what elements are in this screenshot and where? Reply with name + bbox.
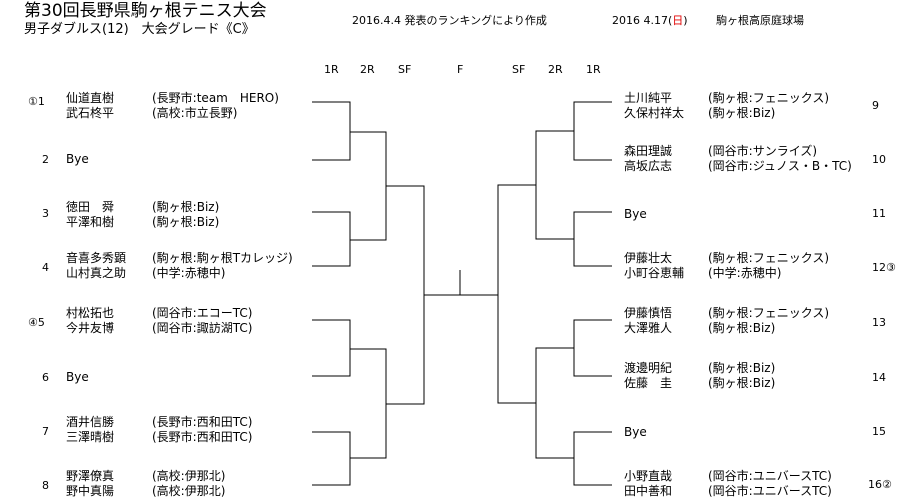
- seed-number: ④5: [28, 316, 45, 329]
- seed-number: 14: [872, 371, 886, 384]
- bracket-line: [312, 431, 351, 486]
- seed-number: 8: [42, 479, 49, 492]
- player-name: 三澤晴樹: [66, 430, 115, 444]
- venue: 駒ヶ根高原庭球場: [716, 14, 804, 27]
- player-name: 森田理誠: [624, 144, 673, 158]
- player-affiliation: (高校:市立長野): [152, 106, 238, 120]
- player-name: 村松拓也: [66, 306, 115, 320]
- event-date: 2016 4.17(日): [612, 14, 688, 27]
- player-affiliation: (中学:赤穂中): [708, 266, 782, 280]
- seed-number: 6: [42, 371, 49, 384]
- player-affiliation: (岡谷市:エコーTC): [152, 306, 253, 320]
- seed-number: 9: [872, 99, 879, 112]
- round-label-left-2r: 2R: [360, 63, 375, 76]
- bracket-line: [312, 319, 351, 377]
- bye-label: Bye: [66, 370, 89, 384]
- seed-number: 7: [42, 425, 49, 438]
- bye-label: Bye: [624, 207, 647, 221]
- player-affiliation: (駒ヶ根:フェニックス): [708, 306, 830, 320]
- bracket-line: [386, 185, 425, 405]
- seed-number: 16②: [868, 478, 892, 491]
- player-affiliation: (岡谷市:ユニバースTC): [708, 484, 832, 498]
- player-affiliation: (駒ヶ根:Biz): [708, 106, 776, 120]
- bye-label: Bye: [66, 152, 89, 166]
- seed-number: 2: [42, 153, 49, 166]
- seed-number: 13: [872, 316, 886, 329]
- tournament-title: 第30回長野県駒ヶ根テニス大会: [24, 1, 267, 21]
- player-affiliation: (駒ヶ根:Biz): [708, 321, 776, 335]
- round-label-left-sf: SF: [398, 63, 412, 76]
- seed-number: 10: [872, 153, 886, 166]
- player-name: 武石柊平: [66, 106, 115, 120]
- player-name: 平澤和樹: [66, 215, 115, 229]
- player-affiliation: (駒ヶ根:Biz): [152, 200, 220, 214]
- bracket-line: [312, 101, 351, 161]
- round-label-final: F: [457, 63, 464, 76]
- left-bracket: [312, 101, 460, 486]
- round-label-right-sf: SF: [512, 63, 526, 76]
- seed-number: 11: [872, 207, 886, 220]
- bye-label: Bye: [624, 425, 647, 439]
- ranking-note: 2016.4.4 発表のランキングにより作成: [352, 14, 547, 27]
- bracket-line: [573, 101, 612, 161]
- seed-number: 15: [872, 425, 886, 438]
- date-day: 日: [672, 14, 684, 27]
- player-affiliation: (岡谷市:ユニバースTC): [708, 469, 832, 483]
- player-affiliation: (駒ヶ根:フェニックス): [708, 91, 830, 105]
- player-affiliation: (高校:伊那北): [152, 469, 226, 483]
- player-name: 大澤雅人: [624, 321, 673, 335]
- player-name: 今井友博: [66, 321, 115, 335]
- player-name: 野中真陽: [66, 484, 115, 498]
- player-affiliation: (駒ヶ根:Biz): [152, 215, 220, 229]
- player-affiliation: (駒ヶ根:フェニックス): [708, 251, 830, 265]
- player-name: 音喜多秀顕: [66, 251, 127, 265]
- round-label-right-1r: 1R: [586, 63, 601, 76]
- round-label-right-2r: 2R: [548, 63, 563, 76]
- bracket-line: [350, 348, 387, 459]
- player-affiliation: (駒ヶ根:Biz): [708, 376, 776, 390]
- bracket-line: [535, 130, 574, 240]
- player-name: 小町谷恵輔: [624, 266, 685, 280]
- seed-number: ①1: [28, 95, 45, 108]
- bracket-line: [497, 184, 536, 404]
- seed-number: 4: [42, 261, 49, 274]
- player-name: 小野直哉: [624, 469, 673, 483]
- player-affiliation: (駒ヶ根:駒ヶ根Tカレッジ): [152, 251, 293, 265]
- player-affiliation: (岡谷市:サンライズ): [708, 144, 818, 158]
- bracket-line: [535, 347, 574, 459]
- player-name: 田中善和: [624, 484, 673, 498]
- bracket-line: [312, 211, 351, 267]
- player-affiliation: (高校:伊那北): [152, 484, 226, 498]
- round-label-left-1r: 1R: [324, 63, 339, 76]
- player-affiliation: (岡谷市:ジュノス・B・TC): [708, 159, 852, 173]
- player-name: 伊藤慎悟: [624, 306, 673, 320]
- bracket-line: [573, 431, 612, 486]
- event-subtitle: 男子ダブルス(12) 大会グレード《C》: [24, 22, 255, 37]
- bracket-line: [573, 211, 612, 267]
- player-name: 野澤僚真: [66, 469, 115, 483]
- player-name: 酒井信勝: [66, 415, 115, 429]
- player-affiliation: (長野市:team HERO): [152, 91, 279, 105]
- player-name: 高坂広志: [624, 159, 673, 173]
- player-affiliation: (岡谷市:諏訪湖TC): [152, 321, 253, 335]
- player-name: 仙道直樹: [66, 91, 115, 105]
- bracket-line: [573, 319, 612, 377]
- player-name: 伊藤壮太: [624, 251, 673, 265]
- player-name: 徳田 舜: [66, 200, 115, 214]
- player-name: 山村真之助: [66, 266, 127, 280]
- player-affiliation: (長野市:西和田TC): [152, 430, 253, 444]
- player-affiliation: (長野市:西和田TC): [152, 415, 253, 429]
- player-name: 佐藤 圭: [624, 376, 673, 390]
- right-bracket: [460, 101, 612, 486]
- seed-number: 3: [42, 207, 49, 220]
- seed-number: 12③: [872, 261, 896, 274]
- player-affiliation: (中学:赤穂中): [152, 266, 226, 280]
- bracket-line: [350, 131, 387, 241]
- player-name: 土川純平: [624, 91, 673, 105]
- player-name: 渡邊明紀: [624, 361, 673, 375]
- player-name: 久保村祥太: [624, 106, 685, 120]
- player-affiliation: (駒ヶ根:Biz): [708, 361, 776, 375]
